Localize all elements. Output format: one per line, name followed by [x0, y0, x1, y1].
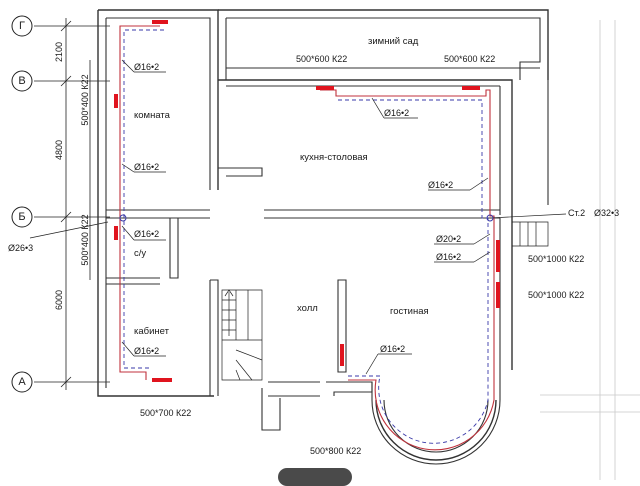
radiator-label-bottom-left: 500*700 К22	[140, 408, 191, 418]
radiator-room-side	[114, 94, 118, 108]
bay-window	[371, 362, 501, 465]
room-wc: с/у	[134, 248, 146, 259]
dim-4800: 4800	[54, 140, 64, 160]
riser-marker-left	[119, 214, 127, 222]
axis-label-v: В	[18, 75, 25, 87]
radiator-hall	[340, 344, 344, 366]
room-office: кабинет	[134, 326, 170, 337]
radiator-label-bottom-mid: 500*800 К22	[310, 446, 361, 456]
axis-label-g: Г	[19, 20, 25, 32]
pipe-label-living-a: Ø20•2	[436, 234, 461, 244]
radiator-room-top	[152, 20, 168, 24]
left-pipe-label: Ø26•3	[8, 243, 33, 253]
pipe-label-living-b: Ø16•2	[436, 252, 461, 262]
heating-pipes	[119, 25, 567, 451]
radiator-label-top-right: 500*600 К22	[444, 54, 495, 64]
room-winter-garden: зимний сад	[368, 36, 419, 47]
walls	[97, 9, 549, 431]
pipe-label-office: Ø16•2	[134, 346, 159, 356]
axis-bubble-a: А	[11, 371, 33, 393]
radiator-wc	[114, 226, 118, 240]
riser-pipe-label: Ø32•3	[594, 208, 619, 218]
radiator-living-1	[496, 240, 500, 272]
dim-2100: 2100	[54, 42, 64, 62]
radiator-living-2	[496, 282, 500, 308]
axis-label-a: А	[18, 376, 26, 388]
riser-marker-right	[486, 214, 494, 222]
axis-bubble-b: Б	[11, 206, 33, 228]
room-kitchen: кухня-столовая	[300, 152, 368, 163]
radiator-kitchen-right	[462, 86, 480, 90]
pipe-label-living-bottom: Ø16•2	[380, 344, 405, 354]
riser-label: Ст.2	[568, 208, 585, 218]
radiator-office	[152, 378, 172, 382]
axis-label-b: Б	[18, 211, 25, 223]
staircase	[221, 289, 263, 381]
dim-radiator-1: 500*400 К22	[80, 74, 90, 125]
exterior-steps	[512, 221, 549, 247]
radiator-label-right-2: 500*1000 К22	[528, 290, 584, 300]
radiators	[114, 20, 500, 382]
pipe-label-room-top: Ø16•2	[134, 62, 159, 72]
overlay-badge	[278, 468, 352, 486]
pipe-label-wc: Ø16•2	[134, 229, 159, 239]
radiator-label-right-1: 500*1000 К22	[528, 254, 584, 264]
room-living: гостиная	[390, 306, 429, 317]
dim-6000: 6000	[54, 290, 64, 310]
dim-radiator-2: 500*400 К22	[80, 214, 90, 265]
room-room: комната	[134, 110, 171, 121]
dimension-chain-outer	[60, 18, 72, 390]
radiator-kitchen-left	[316, 86, 334, 90]
room-hall: холл	[297, 303, 318, 314]
axis-bubble-g: Г	[11, 15, 33, 37]
radiator-label-top-left: 500*600 К22	[296, 54, 347, 64]
pipe-label-room-bottom: Ø16•2	[134, 162, 159, 172]
background-faint-lines	[540, 20, 640, 480]
axis-bubble-v: В	[11, 70, 33, 92]
pipe-label-kitchen-top: Ø16•2	[384, 108, 409, 118]
pipe-label-kitchen-right: Ø16•2	[428, 180, 453, 190]
